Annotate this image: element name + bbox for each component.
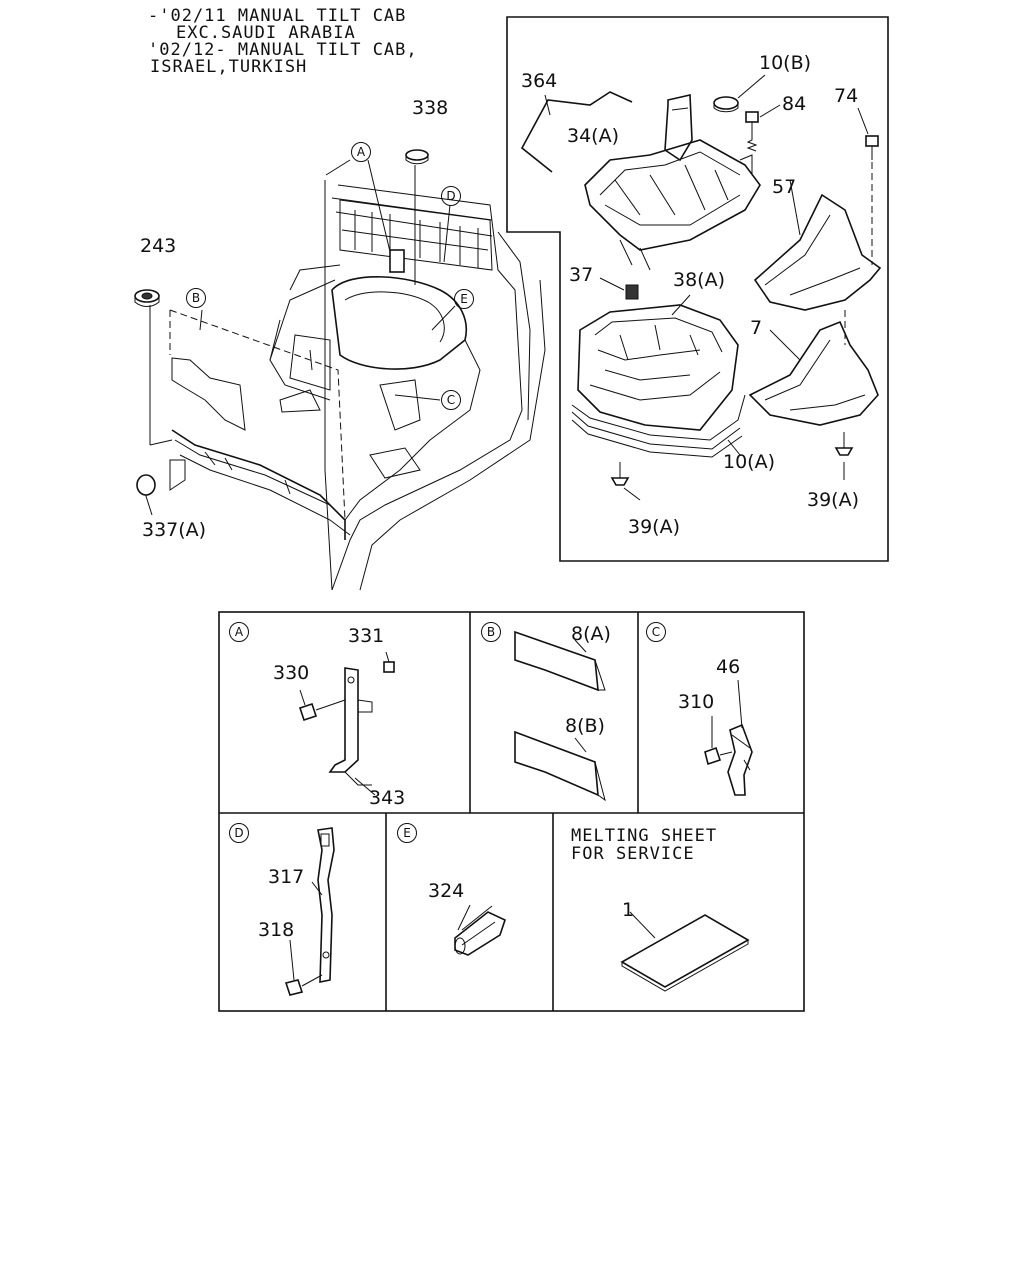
- part-label-8a: 8(A): [571, 623, 611, 645]
- cover-57-shape: [753, 193, 882, 311]
- detail-e-ref-marker: E: [397, 823, 417, 843]
- part-label-1: 1: [622, 899, 635, 921]
- cab-floor-assembly: [134, 149, 546, 591]
- inset-frame: [506, 16, 889, 562]
- bolt-84-shape: [745, 111, 759, 123]
- detail-c-parts: [704, 679, 753, 796]
- melting-sheet-part: [620, 911, 750, 992]
- melting-sheet-title-line1: MELTING SHEET: [571, 826, 718, 846]
- part-label-330: 330: [273, 662, 310, 684]
- header-note-line3: '02/12- MANUAL TILT CAB,: [148, 40, 418, 60]
- part-label-7: 7: [750, 317, 763, 339]
- mount-37-shape: [625, 284, 639, 300]
- detail-a-ref-marker: A: [229, 622, 249, 642]
- ref-marker-e: E: [454, 289, 474, 309]
- ref-marker-a: A: [351, 142, 371, 162]
- detail-c-ref-marker: C: [646, 622, 666, 642]
- part-label-318: 318: [258, 919, 295, 941]
- detail-d-ref-marker: D: [229, 823, 249, 843]
- clip-39a-right-shape: [834, 447, 854, 456]
- part-label-38a: 38(A): [673, 269, 725, 291]
- detail-d-parts: [284, 827, 335, 996]
- bracket-a-marker: [389, 249, 405, 273]
- part-label-37: 37: [569, 264, 594, 286]
- part-label-331: 331: [348, 625, 385, 647]
- ref-marker-b: B: [186, 288, 206, 308]
- detail-b-ref-marker: B: [481, 622, 501, 642]
- inset-parts: [520, 74, 882, 501]
- clip-39a-left-shape: [610, 477, 630, 486]
- part-label-317: 317: [268, 866, 305, 888]
- cap-10b-shape: [713, 96, 739, 110]
- part-label-74: 74: [834, 85, 859, 107]
- insulator-34a-shape: [584, 139, 761, 251]
- part-label-8b: 8(B): [565, 715, 605, 737]
- melting-sheet-title-line2: FOR SERVICE: [571, 844, 695, 864]
- grommet-338-shape: [405, 149, 429, 161]
- detail-table-grid: [218, 611, 805, 1012]
- part-label-364: 364: [521, 70, 558, 92]
- header-note-line4: ISRAEL,TURKISH: [150, 57, 308, 77]
- detail-e-parts: [454, 904, 506, 956]
- cover-7-shape: [748, 320, 879, 426]
- detail-a-parts: [298, 651, 395, 796]
- ref-marker-d: D: [441, 186, 461, 206]
- plug-337-shape: [136, 474, 156, 496]
- bolt-74-shape: [865, 135, 879, 147]
- part-label-243: 243: [140, 235, 177, 257]
- wire-364-shape: [520, 91, 633, 173]
- header-note-line1: -'02/11 MANUAL TILT CAB: [148, 6, 407, 26]
- part-label-57: 57: [772, 176, 797, 198]
- part-label-46: 46: [716, 656, 741, 678]
- part-label-310: 310: [678, 691, 715, 713]
- part-label-39a-left: 39(A): [628, 516, 680, 538]
- part-label-324: 324: [428, 880, 465, 902]
- insulator-38a-shape: [577, 304, 739, 431]
- part-label-34a: 34(A): [567, 125, 619, 147]
- part-label-84: 84: [782, 93, 807, 115]
- part-label-337a: 337(A): [142, 519, 207, 541]
- part-label-10a: 10(A): [723, 451, 775, 473]
- ref-marker-c: C: [441, 390, 461, 410]
- part-label-10b: 10(B): [759, 52, 812, 74]
- part-label-338: 338: [412, 97, 449, 119]
- header-note-line2: EXC.SAUDI ARABIA: [176, 23, 356, 43]
- part-label-343: 343: [369, 787, 406, 809]
- part-label-39a-right: 39(A): [807, 489, 859, 511]
- detail-b-parts: [514, 630, 606, 802]
